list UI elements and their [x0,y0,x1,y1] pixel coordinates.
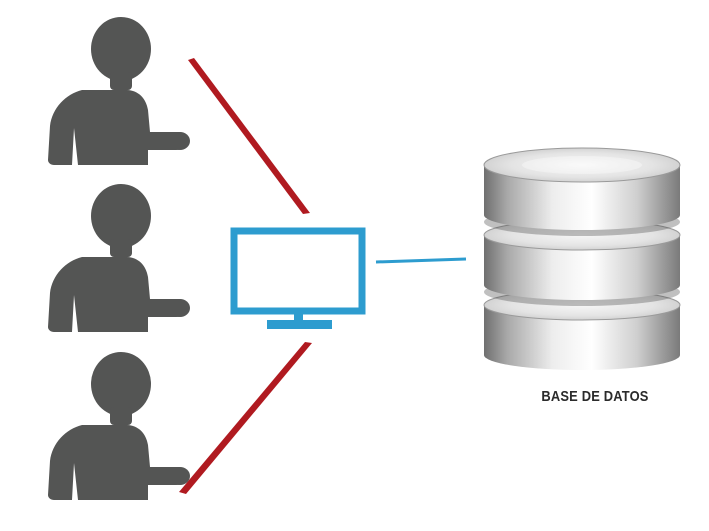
user-icon [48,17,190,165]
user-icon [48,184,190,332]
database-icon [483,147,681,370]
connector-line-top [188,58,310,214]
user-icon [48,352,190,500]
connector-line-bottom [179,342,312,494]
monitor-icon [230,227,366,329]
user-connections [179,58,312,494]
database-disk-top [483,147,681,230]
user-group [48,17,190,500]
database-label: BASE DE DATOS [541,388,649,405]
connector-line-database [375,257,467,264]
